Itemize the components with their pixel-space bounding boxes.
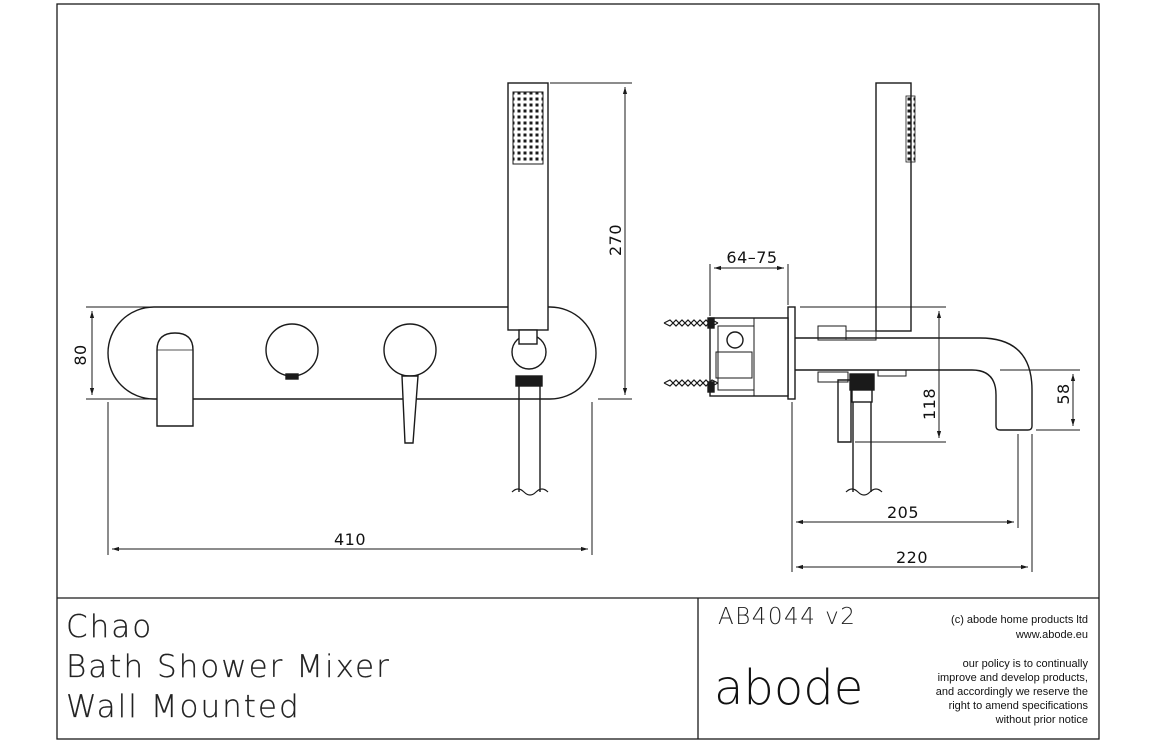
dim-spout-height: 58 xyxy=(1054,383,1073,404)
front-diverter-knob xyxy=(265,323,319,377)
side-wall-plate xyxy=(787,306,796,400)
front-spout xyxy=(156,332,194,427)
dim-side-handle-height: 118 xyxy=(920,388,939,420)
dim-handset-height: 270 xyxy=(606,224,625,256)
dim-wall-depth: 64–75 xyxy=(726,248,777,267)
side-threaded-pins xyxy=(663,319,719,387)
side-hose xyxy=(852,402,872,492)
copyright-text: (c) abode home products ltd xyxy=(951,614,1088,626)
dim-spout-projection: 205 xyxy=(887,503,919,522)
dim-overall-projection: 220 xyxy=(896,548,928,567)
product-name: Chao xyxy=(66,609,154,645)
side-handset xyxy=(875,82,912,332)
front-mixer-knob xyxy=(383,323,437,377)
front-mixer-lever xyxy=(401,375,419,444)
policy-line-3: and accordingly we reserve the xyxy=(935,686,1088,698)
front-view xyxy=(107,82,597,496)
product-type: Bath Shower Mixer xyxy=(66,649,391,685)
side-view xyxy=(663,82,1033,496)
product-code: AB4044 v2 xyxy=(718,604,857,630)
front-backplate xyxy=(107,306,597,400)
product-mounting: Wall Mounted xyxy=(66,689,301,725)
website-text: www.abode.eu xyxy=(1015,629,1088,641)
front-dimensions xyxy=(86,82,632,555)
policy-line-1: our policy is to continually xyxy=(962,658,1088,670)
front-hose xyxy=(518,386,541,492)
policy-line-2: improve and develop products, xyxy=(937,672,1088,684)
drawing-frame xyxy=(56,3,1100,740)
policy-line-4: right to amend specifications xyxy=(948,700,1088,712)
dim-front-width: 410 xyxy=(334,530,366,549)
side-valve-body xyxy=(709,317,789,397)
side-lever xyxy=(837,379,852,443)
side-spout xyxy=(795,337,1033,431)
policy-line-5: without prior notice xyxy=(995,714,1088,726)
side-dimensions xyxy=(709,264,1080,572)
dim-front-height: 80 xyxy=(71,344,90,365)
brand-logo: abode xyxy=(714,660,864,716)
